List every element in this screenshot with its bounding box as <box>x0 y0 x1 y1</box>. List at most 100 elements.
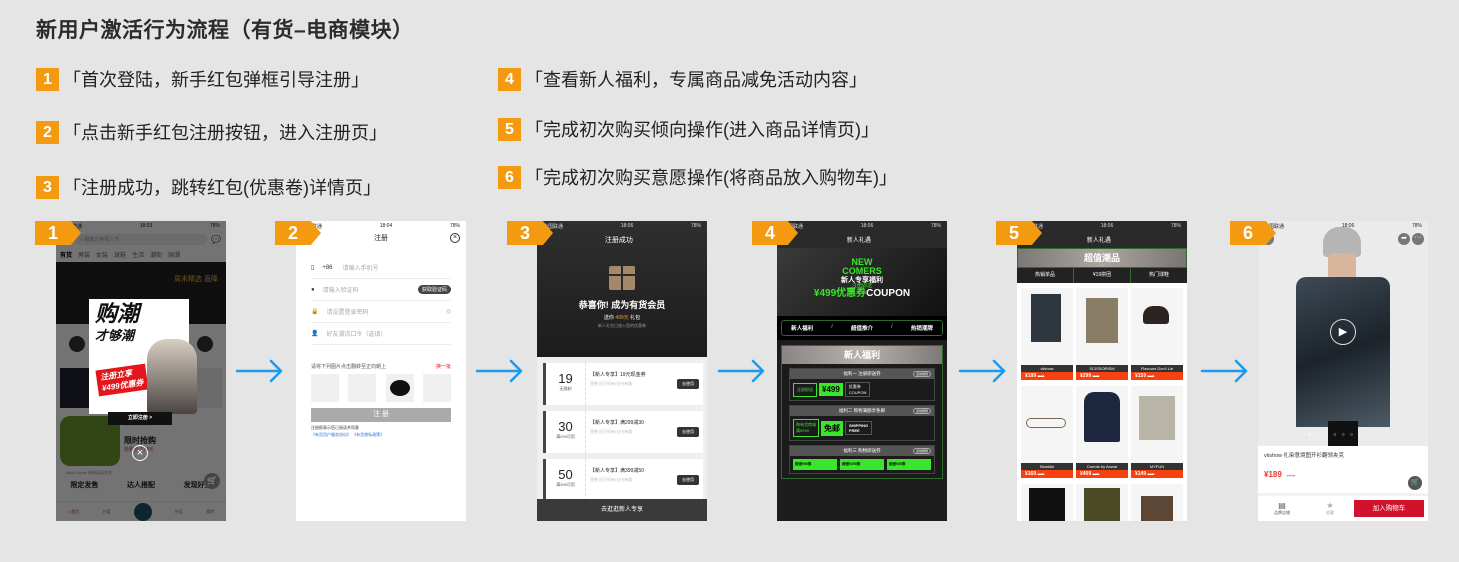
product-card[interactable]: viishow¥189 ¥608 <box>1021 288 1073 380</box>
step-number: 2 <box>36 120 59 144</box>
play-icon[interactable]: ▶ <box>1330 319 1356 345</box>
rules-button[interactable]: 活动规则 <box>912 448 931 454</box>
store-button[interactable]: ▤品牌店铺 <box>1258 501 1306 516</box>
product-card[interactable]: Carrots by Anwar¥409 ¥708 <box>1076 386 1128 478</box>
step-text: 「完成初次购买意愿操作(将商品放入购物车)」 <box>525 168 897 188</box>
filter-group[interactable]: ¥19拼团 <box>1074 268 1131 283</box>
register-popup[interactable]: 购潮 才够潮 注册立享¥499优惠券 <box>89 299 197 414</box>
filter-tabs: 热销单品 ¥19拼团 热门球鞋 <box>1017 268 1187 283</box>
code-field[interactable]: ●请输入验证码获取验证码 <box>311 279 451 301</box>
captcha-image[interactable] <box>348 374 377 402</box>
section-nav: 新人福利/ 超值推介/ 热销潮牌 <box>781 320 943 336</box>
arrow-right-icon <box>475 359 523 383</box>
step-6: 6 「完成初次购买意愿操作(将商品放入购物车)」 <box>498 164 897 190</box>
section-heading: 超值潮品 <box>1017 248 1187 268</box>
nav-recommend[interactable]: 超值推介 <box>850 326 873 332</box>
step-text: 「注册成功，跳转红包(优惠卷)详情页」 <box>63 178 381 198</box>
close-icon[interactable]: × <box>450 233 460 243</box>
store-coupon[interactable]: 即送¥90券 <box>793 459 837 470</box>
screen-badge-5: 5 <box>996 221 1042 245</box>
screen-title: 注册 <box>374 235 388 242</box>
nav-hot-brands[interactable]: 热销潮牌 <box>910 326 933 332</box>
captcha-image[interactable] <box>311 374 339 402</box>
privacy-policy-link[interactable]: 《有货隐私政策》 <box>352 432 385 437</box>
product-card[interactable]: NAT.REVELATION¥359 ¥608 <box>1131 484 1183 521</box>
favorite-button[interactable]: ★收藏 <box>1306 501 1354 516</box>
share-icon[interactable]: ➦ <box>1398 233 1410 245</box>
product-card[interactable]: Flavours Don't Lie¥159 ¥108 <box>1131 288 1183 380</box>
filter-sneakers[interactable]: 热门球鞋 <box>1148 272 1169 278</box>
screen-badge-6: 6 <box>1230 221 1276 245</box>
store-coupon[interactable]: 即送¥30券 <box>887 459 931 470</box>
step-5: 5 「完成初次购买倾向操作(进入商品详情页)」 <box>498 116 879 142</box>
cart-icon[interactable]: 🛒 <box>204 473 220 489</box>
rules-button[interactable]: 活动规则 <box>912 408 931 414</box>
benefit-card: 福利三 购物即送券活动规则 即送¥90券 即送¥200券 即送¥30券 <box>789 445 935 474</box>
step-text: 「点击新手红包注册按钮，进入注册页」 <box>63 123 387 143</box>
step-text: 「完成初次购买倾向操作(进入商品详情页)」 <box>525 120 879 140</box>
page-title: 新用户激活行为流程（有货–电商模块） <box>36 19 414 42</box>
refresh-captcha-link[interactable]: 换一批 <box>435 364 451 370</box>
original-price: ¥608 <box>1286 473 1296 478</box>
phone-icon: ▯ <box>311 265 315 271</box>
use-coupon-button[interactable]: 去使用 <box>677 379 699 389</box>
congrats-heading: 恭喜你! 成为有货会员 <box>578 300 666 310</box>
user-icon: 👤 <box>311 331 319 337</box>
step-number: 6 <box>498 165 521 189</box>
screen-title: 注册成功 <box>604 237 633 244</box>
product-card[interactable]: MAHARISHI¥4549 <box>1076 484 1128 521</box>
cart-icon[interactable]: 🛒 <box>1408 476 1422 490</box>
screen-badge-1: 1 <box>35 221 81 245</box>
country-code-select[interactable]: +86 <box>322 264 333 271</box>
close-icon[interactable]: × <box>132 445 148 461</box>
add-to-cart-button[interactable]: 加入购物车 <box>1354 499 1424 517</box>
use-coupon-button[interactable]: 去使用 <box>677 427 699 437</box>
product-price: ¥189 <box>1264 470 1282 479</box>
store-coupon[interactable]: 即送¥200券 <box>840 459 884 470</box>
nav-newcomer[interactable]: 新人福利 <box>791 326 814 332</box>
get-code-button[interactable]: 获取验证码 <box>417 285 451 294</box>
go-newcomer-button[interactable]: 去逛逛新人专享 <box>537 499 707 521</box>
eye-icon[interactable]: ◎ <box>445 309 451 315</box>
arrow-right-icon <box>1200 359 1248 383</box>
carousel-dots[interactable]: ● ○ ○ ○ ○ ○ ○ <box>1308 432 1364 438</box>
captcha-image[interactable] <box>385 374 414 402</box>
shield-icon: ● <box>311 286 315 293</box>
captcha-images <box>311 374 451 402</box>
register-now-button[interactable]: 立即注册 > <box>108 412 172 425</box>
product-card[interactable]: SCISSORISM¥299 ¥608 <box>1076 288 1128 380</box>
step-4: 4 「查看新人福利，专属商品减免活动内容」 <box>498 66 867 92</box>
agreement-text: 注册即表示您已阅读并同意 <box>311 425 359 430</box>
step-1: 1 「首次登陆，新手红包弹框引导注册」 <box>36 66 369 92</box>
register-button[interactable]: 注 册 <box>311 408 451 422</box>
product-card[interactable]: Bluekiki¥169 ¥468 <box>1021 386 1073 478</box>
product-card[interactable]: MYFUN¥149 ¥428 <box>1131 386 1183 478</box>
filter-hot[interactable]: 热销单品 <box>1017 268 1074 283</box>
use-coupon-button[interactable]: 去使用 <box>677 475 699 485</box>
step-number: 3 <box>36 175 59 199</box>
password-field[interactable]: 🔒请设置登录密码◎ <box>311 301 451 323</box>
product-title: viishow 扎染意境图开衫翻领夹克 <box>1264 453 1345 459</box>
more-icon[interactable]: ··· <box>1412 233 1424 245</box>
invite-field[interactable]: 👤好友潮流口令（选填） <box>311 323 451 345</box>
step-number: 1 <box>36 67 59 91</box>
captcha-image[interactable] <box>422 374 451 402</box>
product-card[interactable]: UNDERCOVER¥1849 <box>1021 484 1073 521</box>
service-agreement-link[interactable]: 《有货用户服务协议》 <box>311 432 351 437</box>
rules-button[interactable]: 活动规则 <box>912 371 931 377</box>
step-number: 4 <box>498 67 521 91</box>
step-text: 「查看新人福利，专属商品减免活动内容」 <box>525 70 867 90</box>
